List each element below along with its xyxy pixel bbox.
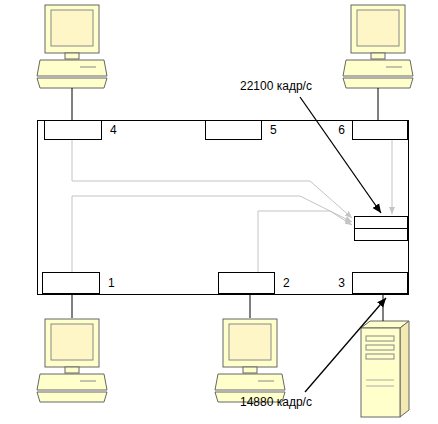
computer-icon	[37, 5, 107, 88]
switch-port: 1	[42, 272, 100, 294]
callout-arrow	[305, 298, 386, 392]
switch-port: 4	[44, 120, 102, 140]
port-number: 5	[270, 123, 277, 137]
switch-port: 3	[352, 272, 408, 294]
computer-icon	[343, 5, 413, 88]
callout-arrow	[300, 97, 381, 213]
switch-port: 5	[205, 120, 262, 140]
port-number: 1	[108, 276, 115, 290]
queue-divider	[355, 228, 408, 229]
switch-port: 6	[352, 120, 408, 140]
switch-housing	[38, 121, 409, 295]
port-number: 3	[338, 276, 345, 290]
rate-label: 22100 кадр/с	[240, 79, 312, 93]
port-number: 2	[283, 276, 290, 290]
server-icon	[361, 321, 409, 417]
switch-port: 2	[218, 272, 275, 294]
rate-label: 14880 кадр/с	[240, 395, 312, 409]
port-number: 4	[110, 123, 117, 137]
output-queue	[355, 217, 408, 241]
computer-icon	[37, 319, 107, 402]
computer-icon	[215, 319, 285, 402]
port-number: 6	[338, 123, 345, 137]
